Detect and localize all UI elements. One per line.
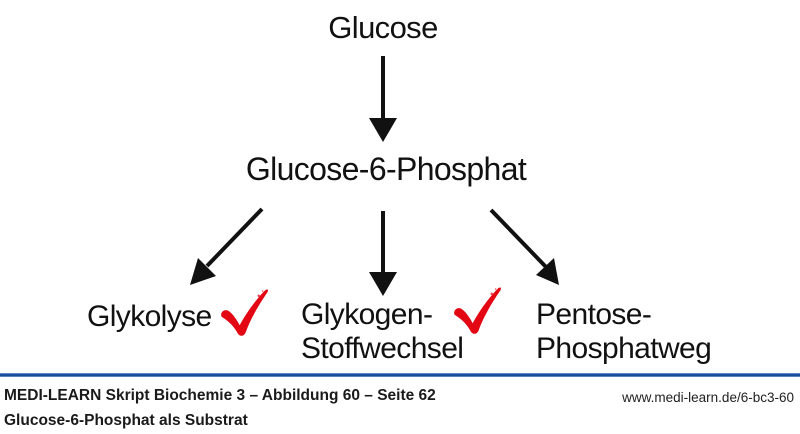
footer-url-text: www.medi-learn.de/6-bc3-60	[622, 390, 794, 405]
footer-source-text: MEDI-LEARN Skript Biochemie 3 – Abbildun…	[4, 387, 436, 404]
node-glykogen-line2: Stoffwechsel	[301, 332, 464, 365]
arrow-glucose-to-g6p	[369, 56, 397, 142]
footer-divider-rule	[0, 373, 800, 377]
arrow-g6p-to-glykogen	[369, 211, 397, 296]
arrow-g6p-to-glykolyse	[190, 207, 264, 285]
figure-caption: Glucose-6-Phosphat als Substrat	[4, 412, 248, 429]
node-glucose: Glucose	[328, 10, 438, 45]
node-glykogen-line1: Glykogen-	[301, 298, 433, 331]
checkmark-icon	[221, 289, 268, 336]
node-glykogen-stoffwechsel: Glykogen- Stoffwechsel	[301, 298, 464, 366]
node-pentose-line2: Phosphatweg	[536, 332, 712, 365]
checkmark-icon	[454, 287, 501, 334]
node-pentose-phosphatweg: Pentose- Phosphatweg	[536, 298, 712, 366]
arrow-g6p-to-pentose	[489, 208, 559, 285]
node-glykolyse: Glykolyse	[87, 300, 212, 333]
node-pentose-line1: Pentose-	[536, 298, 652, 331]
node-glucose-6-phosphat: Glucose-6-Phosphat	[245, 151, 527, 187]
